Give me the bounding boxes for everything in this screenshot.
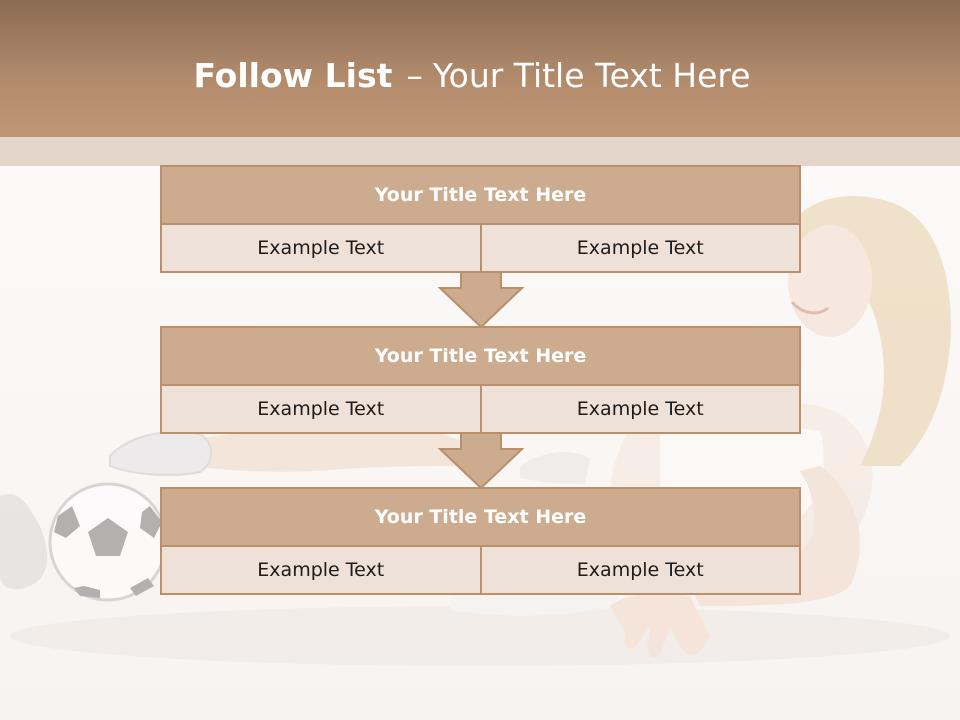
slide-title: Follow List–Your Title Text Here: [0, 54, 944, 98]
step-cell-left: Example Text: [162, 225, 480, 271]
step-row: Example Text Example Text: [162, 547, 799, 593]
down-arrow-icon: [438, 272, 524, 328]
step-cell-right: Example Text: [479, 225, 799, 271]
title-bold: Follow List: [193, 56, 393, 95]
title-rest: Your Title Text Here: [432, 56, 751, 95]
step-cell-right: Example Text: [479, 386, 799, 432]
step-row: Example Text Example Text: [162, 386, 799, 432]
step-box: Your Title Text Here Example Text Exampl…: [160, 165, 801, 273]
step-title: Your Title Text Here: [162, 167, 799, 225]
down-arrow-icon: [438, 433, 524, 489]
step-title: Your Title Text Here: [162, 489, 799, 547]
title-dash: –: [406, 56, 423, 95]
step-box: Your Title Text Here Example Text Exampl…: [160, 487, 801, 595]
header-band: [0, 0, 960, 137]
step-cell-left: Example Text: [162, 386, 480, 432]
soccer-ball-icon: [48, 482, 168, 602]
step-box: Your Title Text Here Example Text Exampl…: [160, 326, 801, 434]
header-sub-band: [0, 137, 960, 166]
step-title: Your Title Text Here: [162, 328, 799, 386]
step-cell-right: Example Text: [479, 547, 799, 593]
step-row: Example Text Example Text: [162, 225, 799, 271]
step-cell-left: Example Text: [162, 547, 480, 593]
